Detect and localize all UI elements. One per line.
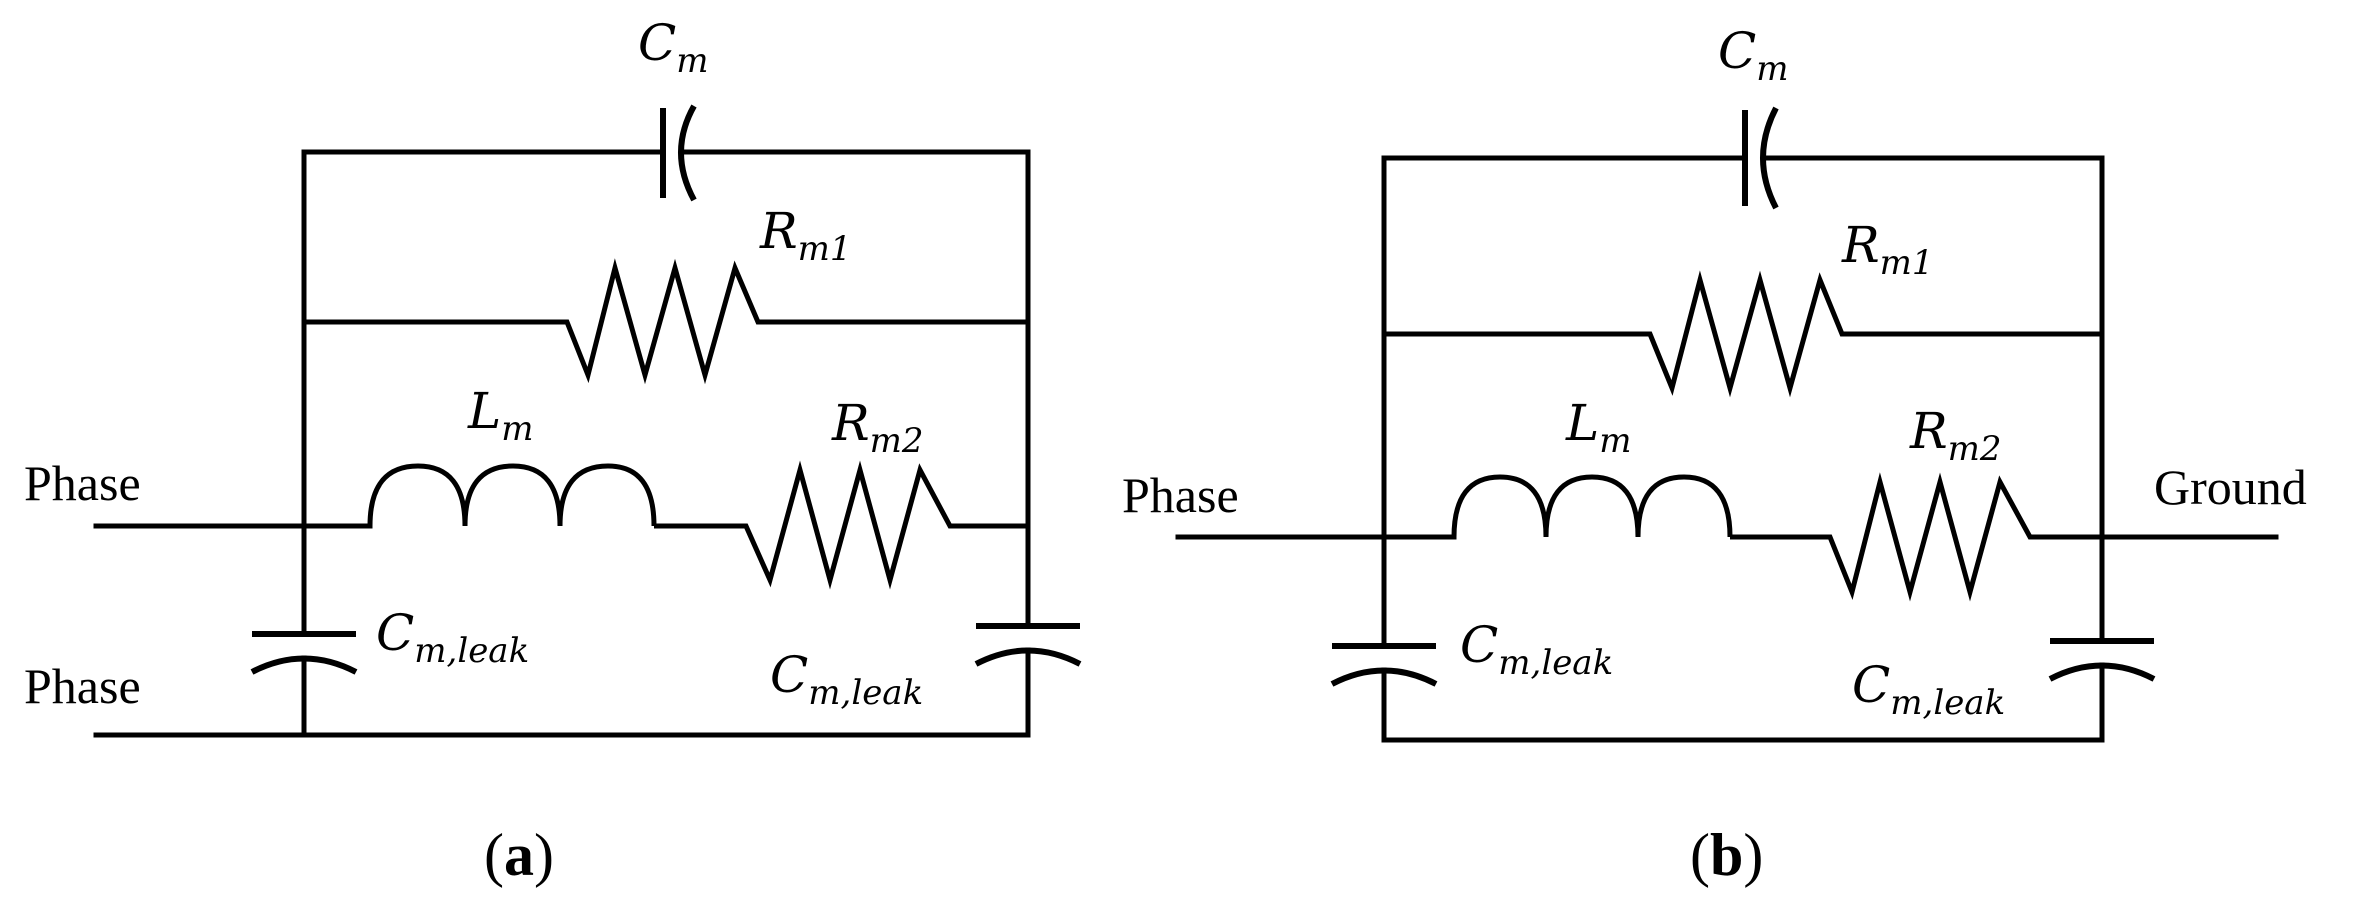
panel-a-label-cm: Cm [638,14,709,81]
panel-a-label-cleak-left: Cm,leak [376,604,529,671]
panel-b: Phase Ground Cm Rm1 Lm Rm2 Cm,leak Cm,le… [1122,22,2307,888]
panel-b-label-rm1: Rm1 [1841,216,1934,283]
panel-b-label-lm: Lm [1565,394,1631,461]
panel-a: Phase Phase Cm Rm1 Lm Rm2 Cm,leak Cm,lea… [24,14,1082,888]
panel-a-label-rm2: Rm2 [831,394,924,461]
panel-a-cleak-left-plate-curved [250,655,358,675]
panel-a-rm2-resistor [654,460,1028,590]
panel-b-label-rm2: Rm2 [1909,402,2002,469]
panel-b-terminal-right: Ground [2154,459,2307,515]
panel-b-caption: (b) [1690,822,1763,888]
panel-b-label-cleak-left: Cm,leak [1460,616,1613,683]
panel-b-lm-inductor [1451,474,1733,538]
panel-b-cleak-left-plate-curved [1330,667,1438,687]
panel-b-cleak-right-plate-curved [2048,662,2156,682]
panel-b-label-cm: Cm [1718,22,1789,89]
panel-a-caption: (a) [484,822,554,888]
panel-b-label-cleak-right: Cm,leak [1852,656,2005,723]
panel-a-rm1-resistor [304,258,1028,385]
panel-a-label-lm: Lm [467,382,533,449]
panel-b-rm2-resistor [1730,472,2102,602]
panel-a-terminal-upper: Phase [24,455,141,511]
panel-a-label-rm1: Rm1 [759,202,852,269]
panel-b-terminal-left: Phase [1122,467,1239,523]
panel-a-lm-inductor [367,463,657,527]
panel-a-cleak-right-plate-curved [974,647,1082,667]
panel-b-rm1-resistor [1384,270,2102,398]
panel-a-label-cleak-right: Cm,leak [770,646,923,713]
panel-a-terminal-lower: Phase [24,658,141,714]
